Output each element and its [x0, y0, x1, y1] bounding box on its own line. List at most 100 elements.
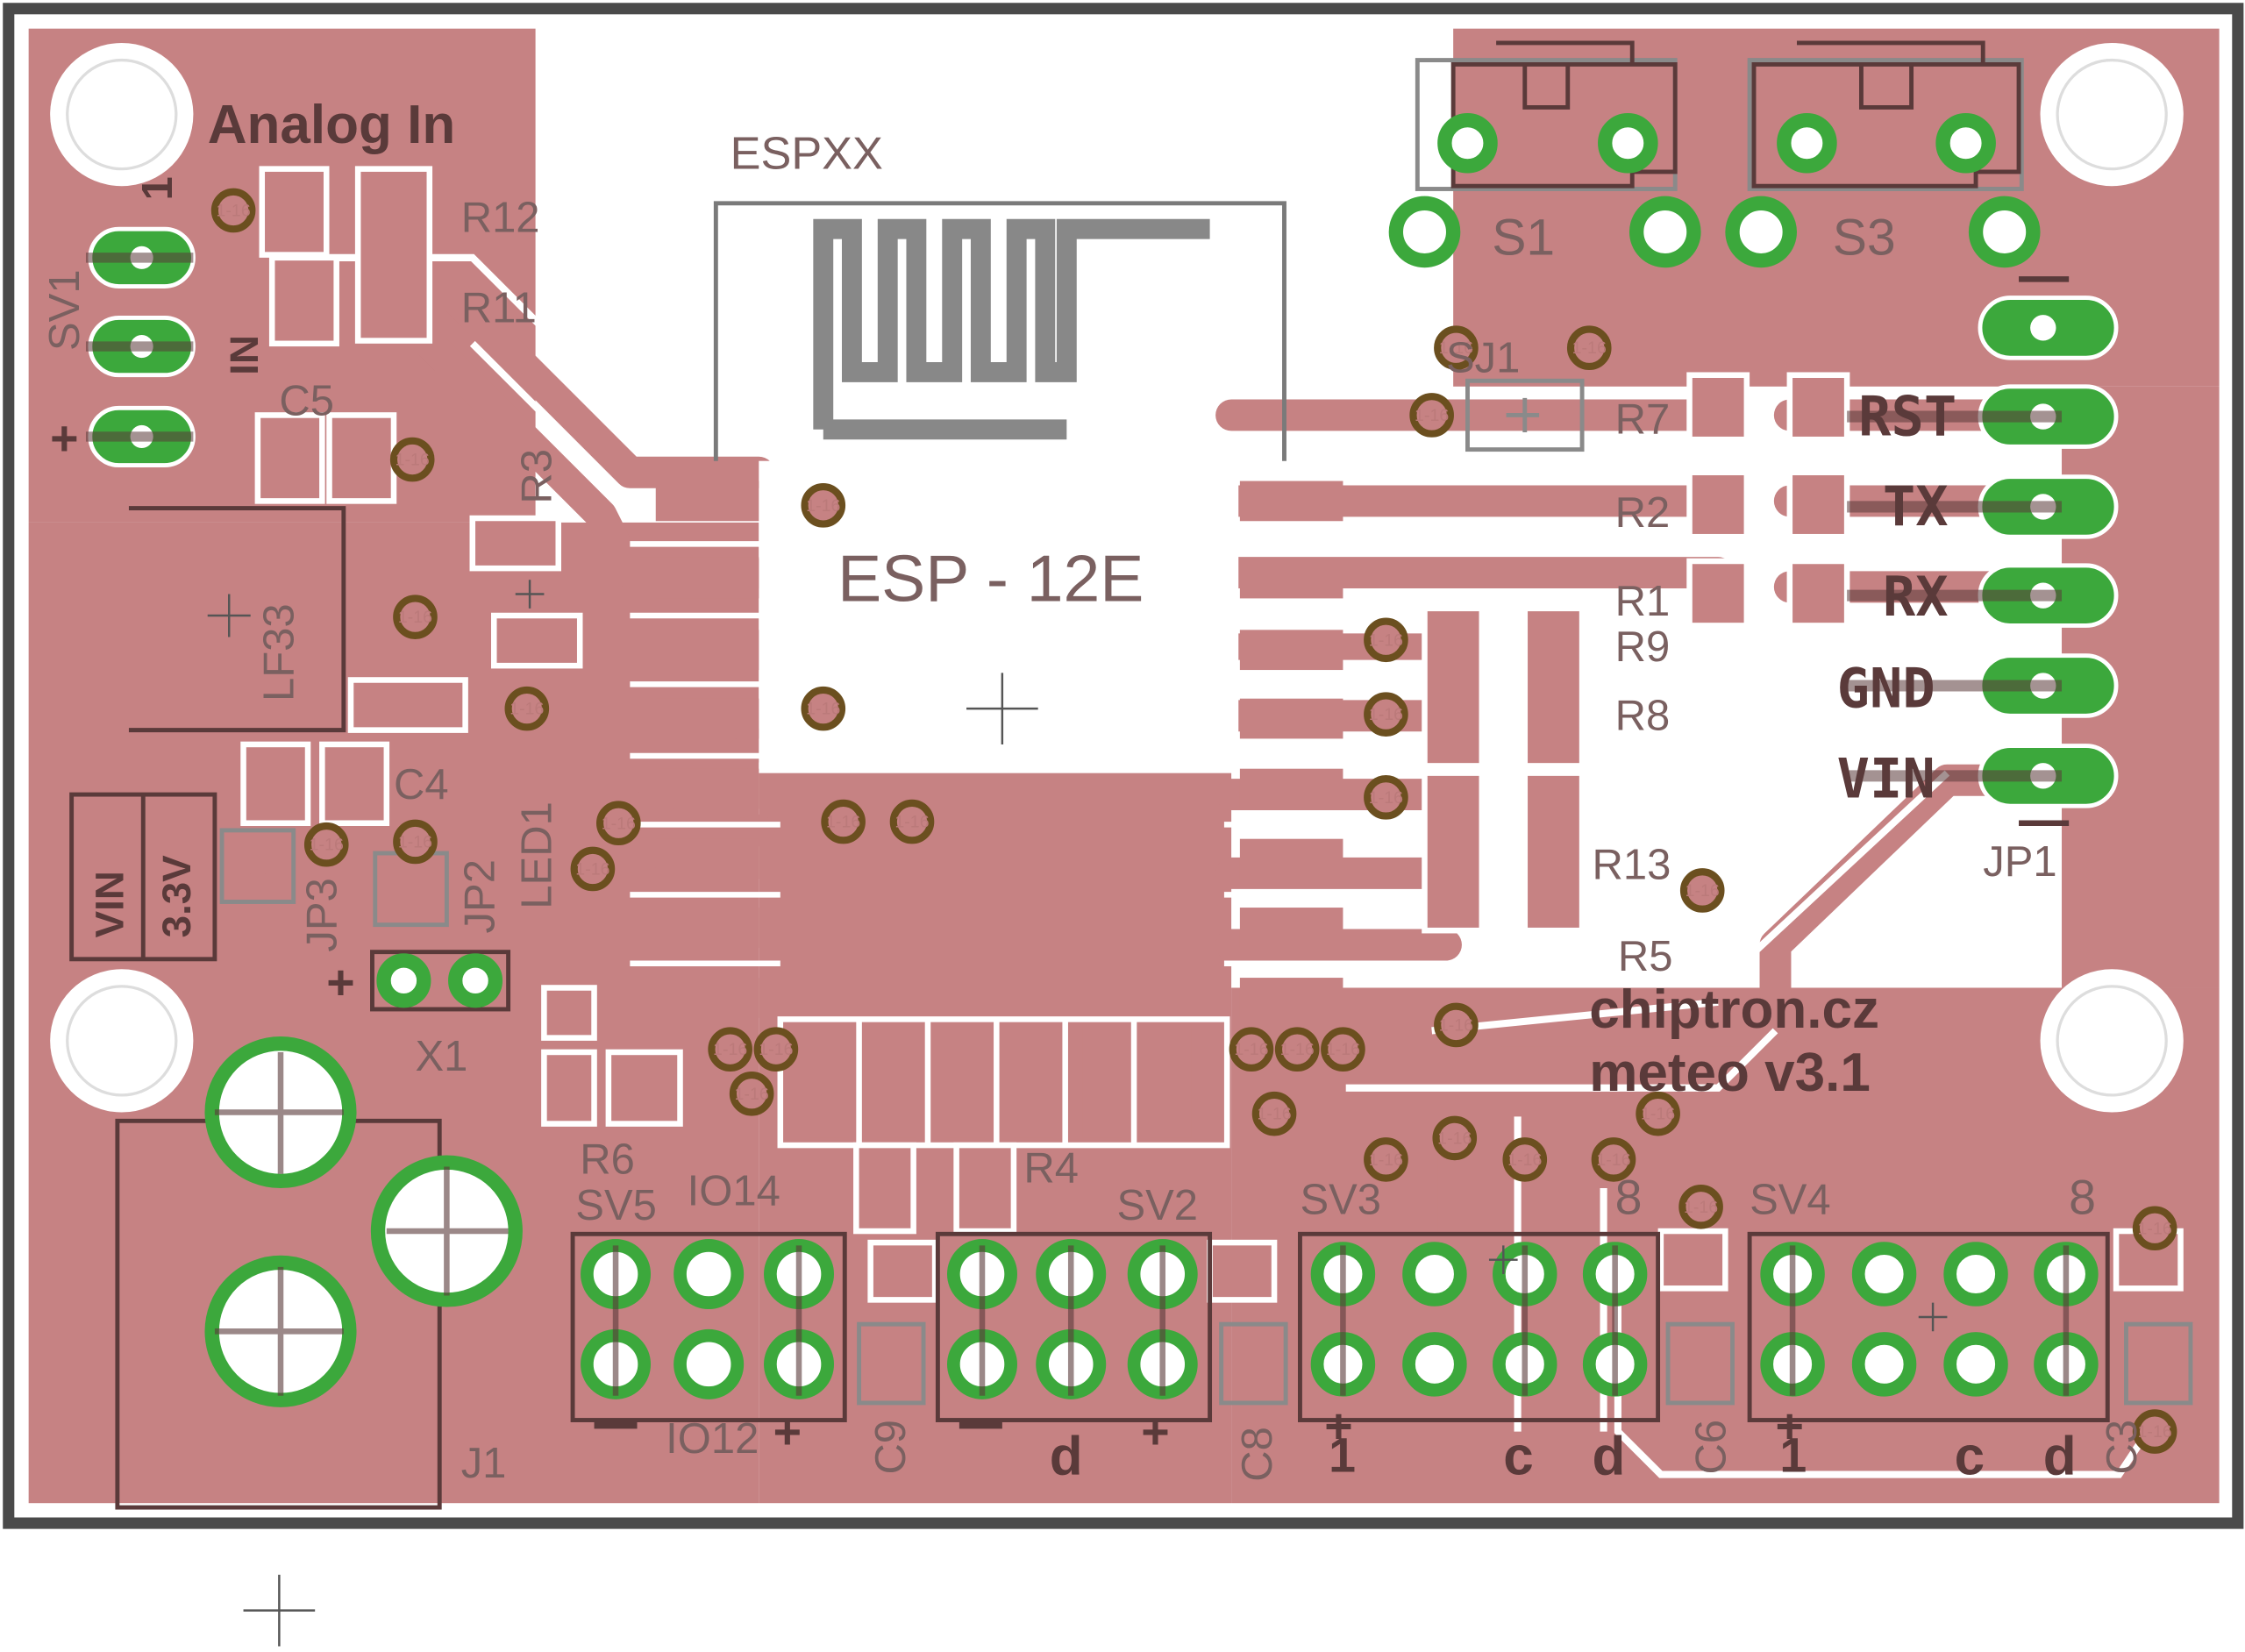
- via: [801, 482, 846, 528]
- label-sv3-eight: 8: [1615, 1170, 1643, 1224]
- label-c5: C5: [279, 377, 334, 424]
- label-io12: IO12: [666, 1415, 759, 1463]
- via-label: 1-16: [1326, 1040, 1360, 1059]
- label-sv1-in: IN: [222, 335, 267, 375]
- via: [753, 1027, 799, 1072]
- label-r11: R11: [461, 284, 537, 331]
- label-sv4: SV4: [1750, 1176, 1831, 1223]
- via-label: 1-16: [1439, 1015, 1473, 1035]
- via-label: 1-16: [806, 700, 840, 719]
- via-label: 1-16: [1369, 788, 1403, 808]
- label-sv3-c: c: [1503, 1427, 1534, 1487]
- via: [504, 686, 550, 731]
- label-pin-rst: RST: [1858, 384, 1956, 448]
- via: [1502, 1137, 1548, 1182]
- via: [801, 686, 846, 731]
- label-sv1: SV1: [41, 269, 89, 351]
- via-label: 1-16: [806, 496, 840, 516]
- via-label: 1-16: [1507, 1150, 1542, 1170]
- via-label: 1-16: [217, 202, 251, 221]
- jp1-pads: [1847, 276, 2119, 826]
- label-pin-tx: TX: [1883, 474, 1949, 538]
- label-r6: R6: [580, 1136, 635, 1184]
- label-s3: S3: [1833, 210, 1896, 267]
- label-r9: R9: [1615, 623, 1671, 671]
- vias: 1-16 1-16 1-16 1-16 1-16 1-16 1-16 1-16 1-16 1-16…: [210, 188, 2177, 1454]
- via-label: 1-16: [1684, 1198, 1718, 1217]
- via-label: 1-16: [2138, 1219, 2172, 1238]
- via: [1434, 325, 1479, 371]
- label-sv3: SV3: [1300, 1176, 1381, 1223]
- label-s1: S1: [1492, 210, 1555, 267]
- via: [1591, 1137, 1636, 1182]
- via-label: 1-16: [398, 832, 432, 851]
- label-sv5: SV5: [575, 1182, 657, 1229]
- silk-gray: [219, 58, 2193, 1406]
- label-esp-module: ESP - 12E: [837, 542, 1144, 616]
- label-pin-gnd: GND: [1837, 656, 1935, 720]
- label-x1-plus: +: [326, 956, 354, 1010]
- via-label: 1-16: [1439, 338, 1473, 358]
- sv1-pads: [85, 226, 196, 468]
- label-sv2: SV2: [1116, 1182, 1198, 1229]
- via-label: 1-16: [1369, 630, 1403, 650]
- via-label: 1-16: [1641, 1105, 1675, 1124]
- via-label: 1-16: [1257, 1105, 1291, 1124]
- label-lf33: LF33: [256, 603, 303, 701]
- via-label: 1-16: [510, 700, 544, 719]
- via: [1434, 1002, 1479, 1048]
- origin-marks: [207, 580, 1948, 1647]
- label-c9: C9: [867, 1420, 915, 1475]
- via-label: 1-16: [1369, 1150, 1403, 1170]
- via: [1364, 617, 1408, 663]
- label-r1: R1: [1615, 578, 1671, 625]
- esp-pads: [655, 481, 1343, 1138]
- via-label: 1-16: [310, 836, 344, 855]
- label-sv1-plus: +: [50, 411, 78, 466]
- label-pin-vin: VIN: [1837, 746, 1935, 810]
- label-r2: R2: [1615, 489, 1671, 537]
- via: [389, 437, 435, 482]
- via-label: 1-16: [396, 451, 430, 470]
- via-label: 1-16: [602, 814, 636, 833]
- label-r4: R4: [1023, 1145, 1079, 1193]
- header-cross-lines: [214, 1051, 2070, 1396]
- via: [303, 822, 349, 867]
- via-label: 1-16: [1437, 1129, 1472, 1148]
- label-pin-rx: RX: [1883, 565, 1949, 629]
- label-r12: R12: [461, 194, 540, 241]
- label-c6: C6: [1687, 1420, 1735, 1475]
- label-io14: IO14: [688, 1168, 780, 1215]
- via-label: 1-16: [826, 813, 860, 832]
- via-label: 1-16: [575, 860, 609, 879]
- label-jp3: JP3: [299, 878, 346, 951]
- label-io12-plus: +: [773, 1405, 802, 1459]
- via-label: 1-16: [2138, 1422, 2172, 1442]
- via: [1364, 692, 1408, 737]
- label-r5: R5: [1618, 933, 1673, 980]
- via: [1229, 1027, 1274, 1072]
- labels: Analog In ESPXX ESP - 12E chiptron.cz me…: [41, 95, 2146, 1487]
- via: [1251, 1091, 1297, 1136]
- via-label: 1-16: [735, 1085, 769, 1104]
- label-sv4-eight: 8: [2069, 1170, 2096, 1224]
- label-sv3-plus: +: [1324, 1399, 1352, 1454]
- via-label: 1-16: [894, 813, 929, 832]
- via: [1364, 775, 1408, 820]
- label-espxx: ESPXX: [731, 129, 883, 180]
- label-jp2: JP2: [456, 859, 503, 933]
- via: [1432, 1115, 1478, 1161]
- label-sv4-d: d: [2043, 1427, 2077, 1487]
- label-sv4-plus: +: [1775, 1399, 1803, 1454]
- via-label: 1-16: [1234, 1040, 1268, 1059]
- via-label: 1-16: [759, 1040, 793, 1059]
- via: [570, 846, 616, 892]
- label-jp1: JP1: [1983, 838, 2056, 886]
- via: [708, 1027, 752, 1072]
- label-r8: R8: [1615, 693, 1671, 740]
- mounting-hole-rings: [66, 58, 2168, 1097]
- label-r7: R7: [1615, 396, 1671, 444]
- label-sv4-one: 1: [1779, 1428, 1807, 1482]
- via: [2132, 1409, 2177, 1454]
